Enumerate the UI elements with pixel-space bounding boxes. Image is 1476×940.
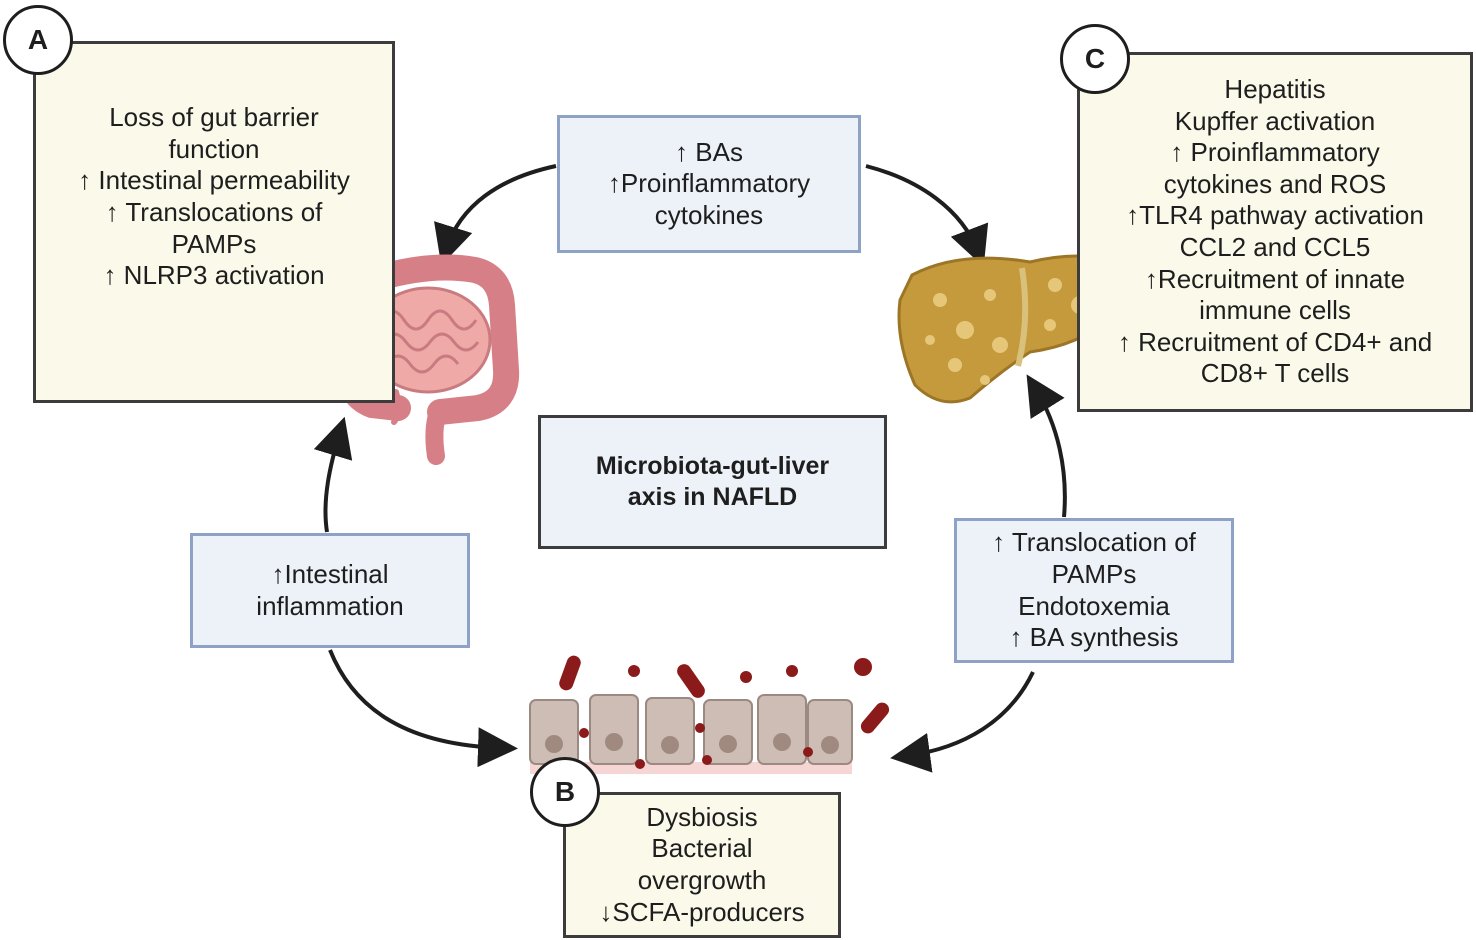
arrow-top-to-liver <box>865 164 989 267</box>
panel-c-line: CCL2 and CCL5 <box>1179 232 1371 262</box>
panel-a-line: ↑ Intestinal permeability <box>78 165 350 196</box>
panel-b: Dysbiosis Bacterial overgrowth ↓SCFA-pro… <box>563 792 841 938</box>
panel-c-line: ↑ Proinflammatory <box>1170 137 1380 168</box>
panel-c-line: immune cells <box>1199 295 1351 326</box>
badge-c: C <box>1060 24 1130 94</box>
panel-c-line: Hepatitis <box>1224 74 1326 105</box>
arrow-label-left-line: inflammation <box>256 590 404 621</box>
panel-c-line: CD8+ T cells <box>1200 358 1350 389</box>
arrow-label-top: ↑ BAs ↑Proinflammatory cytokines <box>557 115 861 253</box>
badge-b: B <box>530 757 600 827</box>
badge-a: A <box>3 5 73 75</box>
panel-a: Loss of gut barrier function ↑ Intestina… <box>33 41 395 403</box>
panel-c-line: ↑ Recruitment of CD4+ and <box>1117 326 1433 357</box>
arrow-top-to-intestine <box>434 164 557 266</box>
arrow-label-right-line: Endotoxemia <box>1018 590 1170 621</box>
arrow-label-top-line: ↑ BAs <box>675 136 743 167</box>
panel-c-line: Kupffer activation <box>1174 105 1376 136</box>
arrow-left-to-intestine <box>313 416 353 533</box>
center-title-line: axis in NAFLD <box>627 483 798 511</box>
arrow-right-to-gut-lining <box>890 671 1035 773</box>
panel-b-line: overgrowth <box>637 865 767 895</box>
center-title: Microbiota-gut-liver axis in NAFLD <box>538 415 887 549</box>
arrow-label-right: ↑ Translocation of PAMPs Endotoxemia ↑ B… <box>954 518 1234 663</box>
liver-icon <box>897 254 1127 404</box>
arrow-label-left-line: ↑Intestinal <box>271 558 389 589</box>
panel-c: Hepatitis Kupffer activation ↑ Proinflam… <box>1077 52 1473 412</box>
panel-c-line: cytokines and ROS <box>1163 168 1387 199</box>
panel-a-line: Loss of gut barrier <box>109 102 319 133</box>
panel-b-line: ↓SCFA-producers <box>599 896 805 927</box>
arrow-label-top-line: ↑Proinflammatory <box>607 168 811 199</box>
arrow-label-top-line: cytokines <box>654 199 764 230</box>
arrow-left-to-gut-lining <box>328 649 518 768</box>
arrow-label-right-line: ↑ BA synthesis <box>1009 622 1179 653</box>
center-title-line: Microbiota-gut-liver <box>595 452 830 480</box>
panel-a-line: ↑ NLRP3 activation <box>103 260 325 291</box>
arrow-label-right-line: PAMPs <box>1051 558 1137 589</box>
panel-b-line: Bacterial <box>651 833 753 864</box>
arrow-label-left: ↑Intestinal inflammation <box>190 533 470 648</box>
panel-a-line: ↑ Translocations of <box>105 197 323 227</box>
arrow-label-right-line: ↑ Translocation of <box>992 527 1196 558</box>
panel-a-line: function <box>168 133 260 164</box>
panel-c-line: ↑Recruitment of innate <box>1144 263 1406 294</box>
panel-a-line: PAMPs <box>171 228 257 259</box>
panel-b-line: Dysbiosis <box>646 801 758 832</box>
gut-lining-icon <box>529 655 890 774</box>
arrow-right-to-liver <box>1026 374 1067 518</box>
panel-c-line: ↑TLR4 pathway activation <box>1126 200 1424 231</box>
